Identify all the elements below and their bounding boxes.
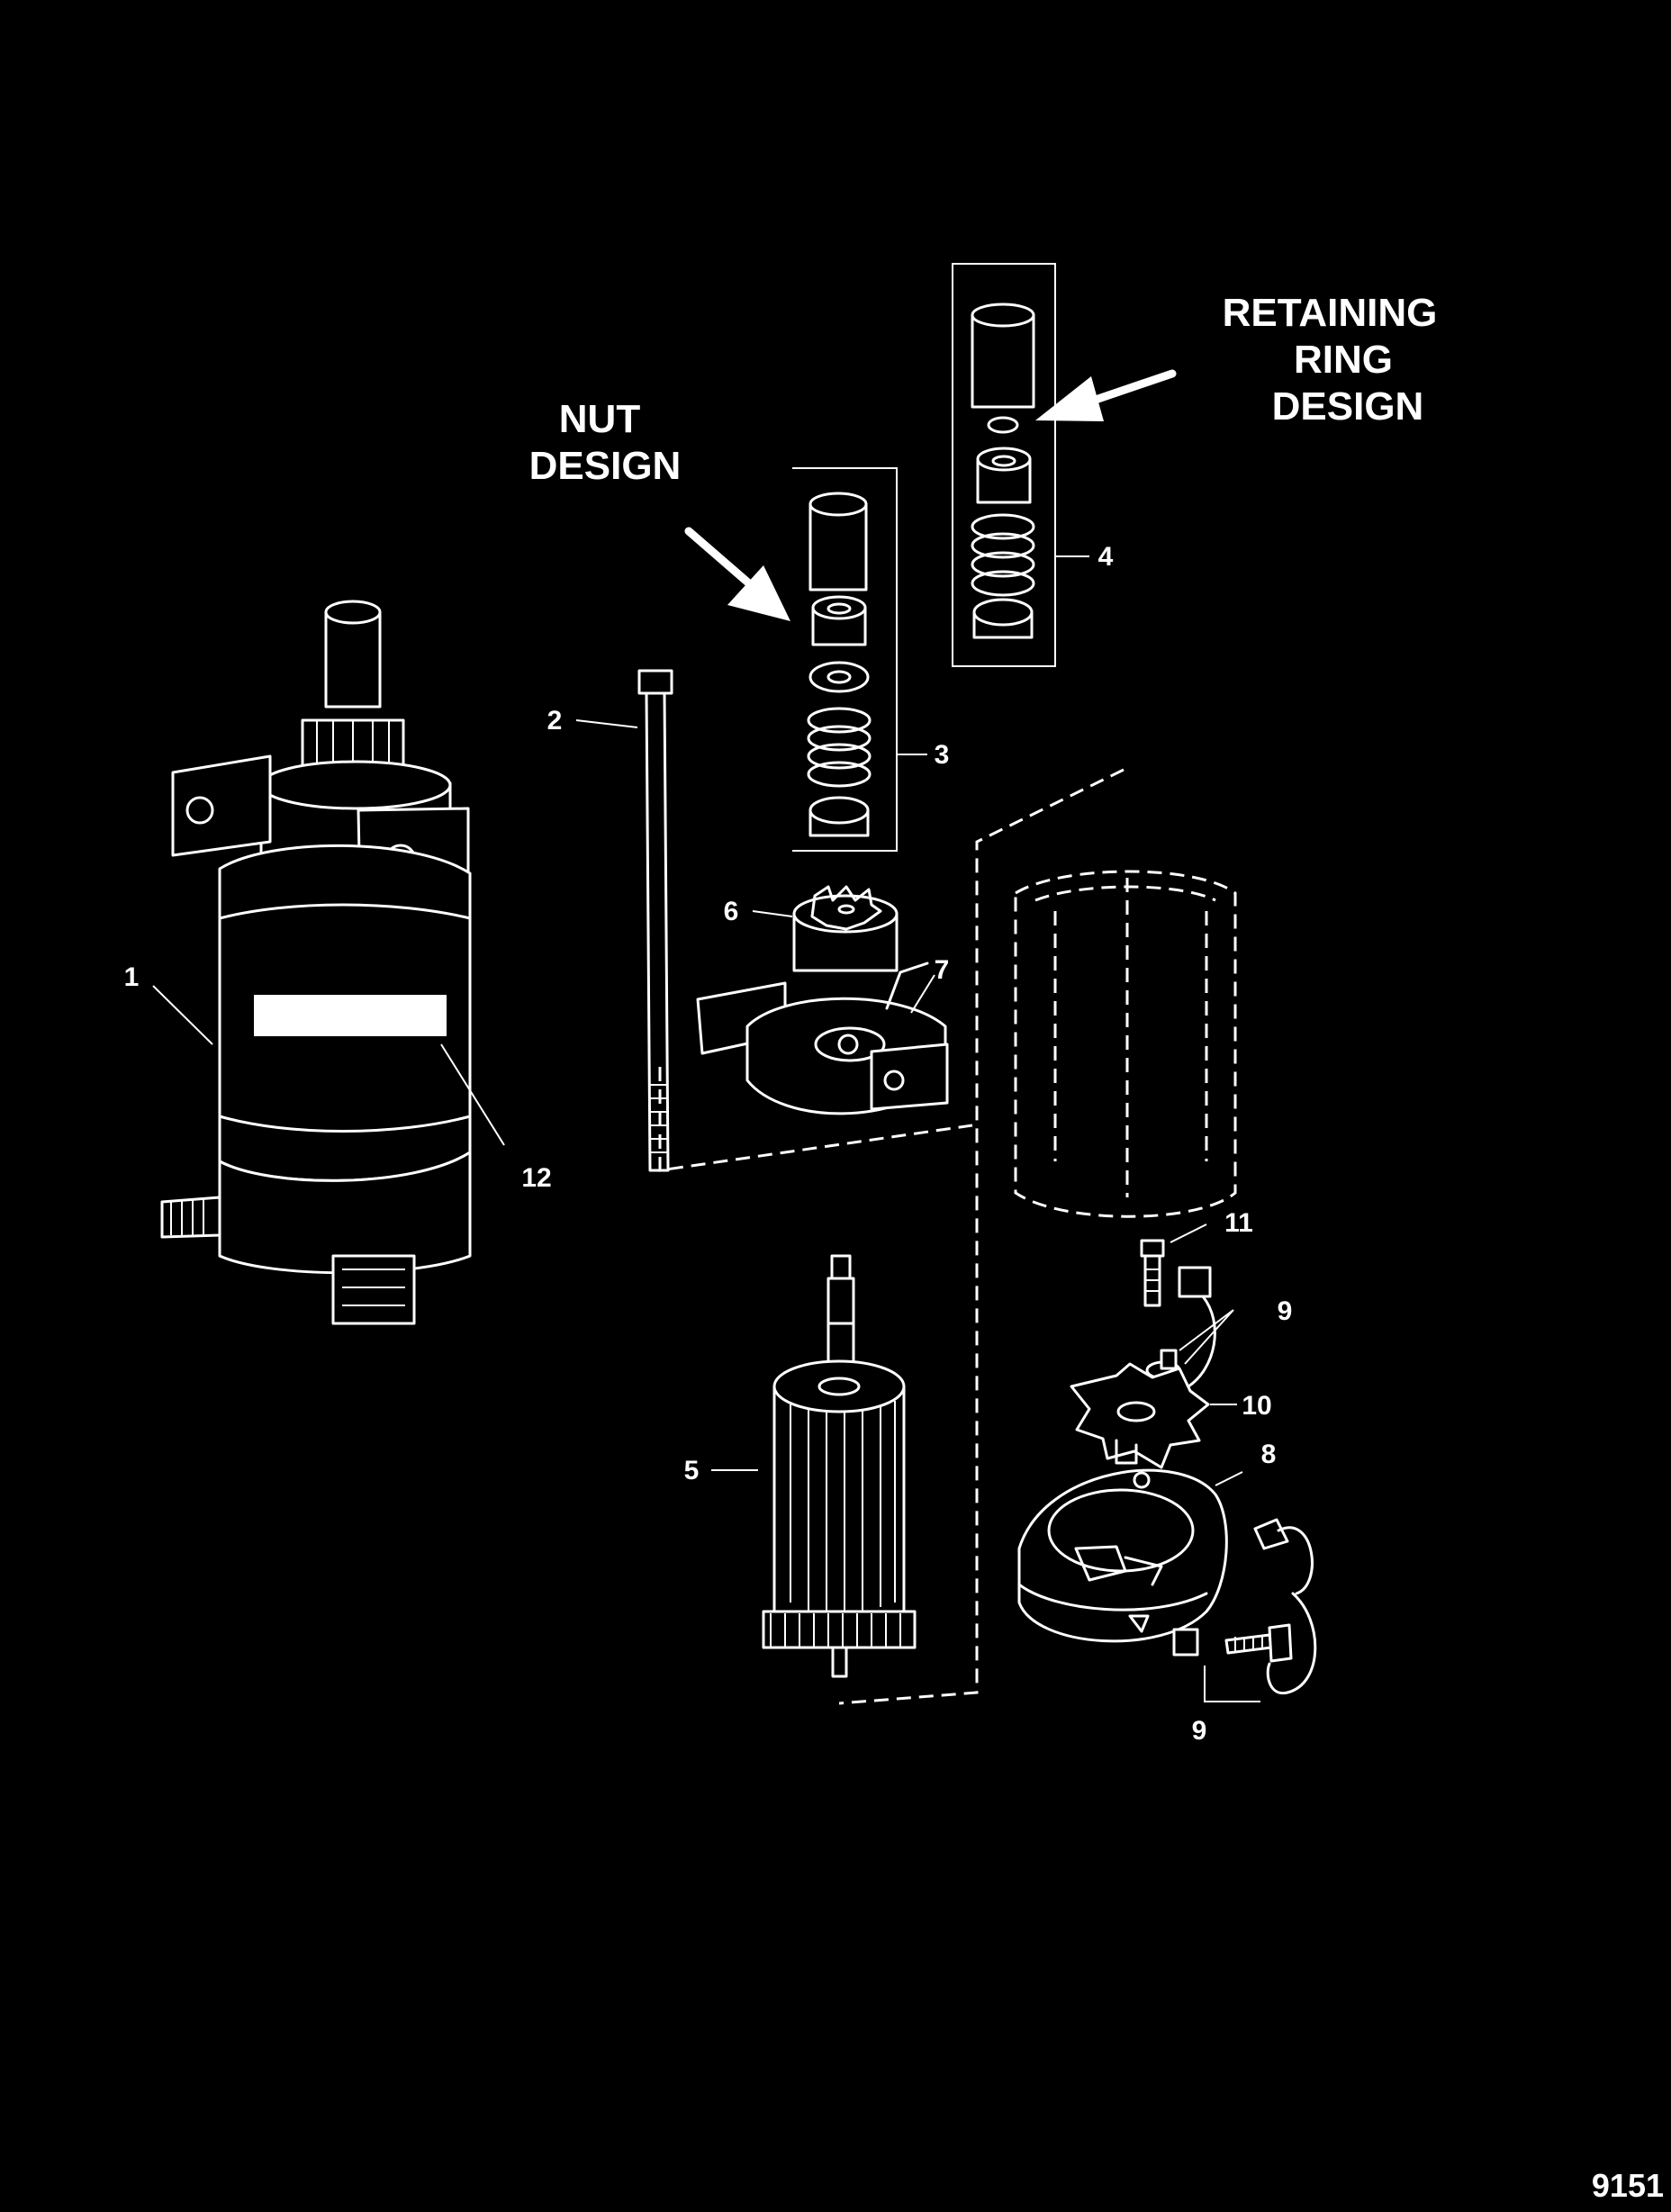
- part-label-12: 12: [521, 1163, 551, 1193]
- part-label-4: 4: [1098, 542, 1114, 572]
- armature: [762, 1254, 917, 1678]
- bracket-4: [952, 263, 1056, 667]
- part-label-2: 2: [547, 706, 563, 736]
- drive-end-cap: [696, 962, 949, 1115]
- part-label-7: 7: [935, 955, 950, 985]
- through-bolt: [637, 669, 673, 1172]
- part-label-1: 1: [124, 962, 140, 992]
- drive-kit-nut-design: [807, 492, 872, 837]
- leader-12: [440, 1043, 505, 1146]
- part-label-5: 5: [684, 1456, 700, 1485]
- retaining-ring-arrow: [1035, 369, 1177, 421]
- leader-1: [152, 985, 213, 1045]
- retaining-ring-line-1: RETAINING: [1223, 291, 1438, 335]
- nut-design-spring: [807, 707, 872, 788]
- figure-id: 9151: [1592, 2167, 1664, 2204]
- retaining-ring-spring: [971, 513, 1035, 597]
- part-label-3: 3: [935, 740, 950, 770]
- leader-6: [752, 910, 793, 917]
- nut-design-arrow: [684, 527, 790, 621]
- leader-8: [1215, 1471, 1243, 1486]
- leader-9-upper: [1179, 1309, 1234, 1365]
- retaining-ring-line-3: DESIGN: [1272, 384, 1424, 429]
- brush-and-lead-lower: [1172, 1518, 1317, 1695]
- bracket-3: [792, 467, 927, 852]
- screw: [1140, 1239, 1165, 1307]
- leader-7: [910, 974, 935, 1014]
- part-label-10: 10: [1242, 1391, 1271, 1421]
- pinion-gear: [792, 885, 899, 972]
- frame-housing: [1014, 870, 1237, 1218]
- leader-11: [1170, 1223, 1207, 1243]
- part-label-9-lower: 9: [1192, 1716, 1207, 1746]
- brush-holder: [1070, 1362, 1210, 1469]
- nut-design-line-2: DESIGN: [529, 444, 682, 488]
- part-label-6: 6: [724, 897, 739, 926]
- part-label-11: 11: [1224, 1208, 1253, 1238]
- nut-design-line-1: NUT: [559, 397, 641, 441]
- part-label-9-upper: 9: [1278, 1296, 1293, 1326]
- dashed-assembly-line-frame: [838, 768, 1125, 1705]
- dashed-assembly-line-endcap: [658, 1067, 973, 1172]
- part-label-8: 8: [1261, 1440, 1277, 1469]
- nut-design-callout: NUT DESIGN: [529, 397, 790, 621]
- retaining-ring-line-2: RING: [1294, 338, 1393, 382]
- retaining-ring-design-callout: RETAINING RING DESIGN: [1035, 291, 1437, 429]
- starter-motor-assembly: [160, 600, 472, 1325]
- commutator-end-cap: [1017, 1468, 1228, 1643]
- drive-kit-retaining-ring-design: [971, 302, 1035, 639]
- leader-9-lower: [1204, 1666, 1260, 1702]
- leader-2: [575, 719, 638, 728]
